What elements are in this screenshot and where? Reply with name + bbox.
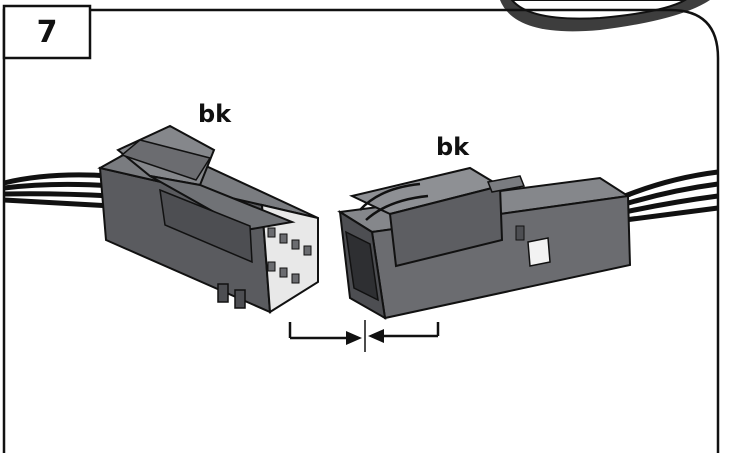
right-connector-label: bk <box>436 133 470 161</box>
right-connector <box>337 166 632 320</box>
panel-frame <box>2 8 720 453</box>
left-connector-label: bk <box>198 100 232 128</box>
right-wires <box>624 169 719 223</box>
push-together-arrows <box>288 320 440 352</box>
step-number: 7 <box>36 14 58 50</box>
left-connector <box>97 124 319 314</box>
left-wires <box>3 172 113 209</box>
step-number-box <box>2 4 92 60</box>
